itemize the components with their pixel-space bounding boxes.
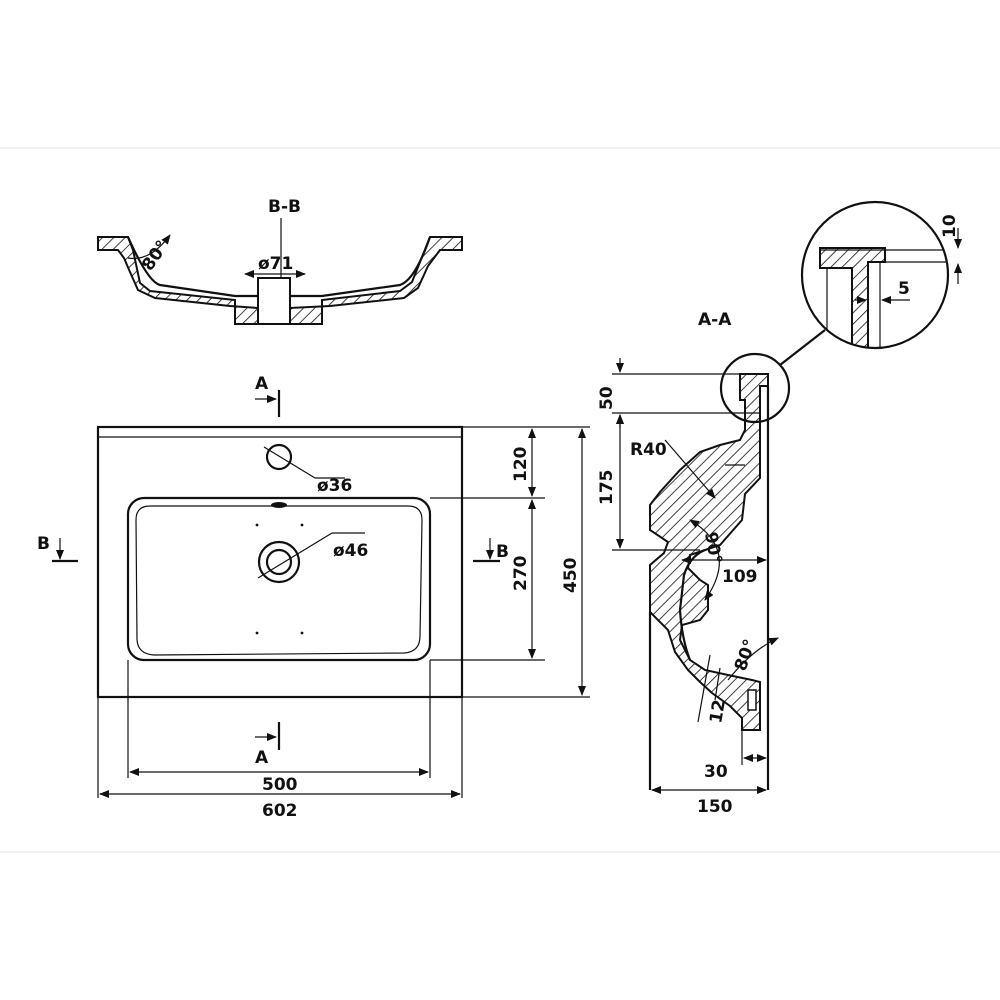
dim-12-line <box>697 654 711 723</box>
dim-120-text: 120 <box>511 446 531 482</box>
plan-mark <box>255 523 259 527</box>
dim-175-text: 175 <box>597 470 617 506</box>
dim-12-line-b <box>714 667 721 701</box>
dim-450-text: 450 <box>561 557 581 593</box>
tap-hole-dim: ø36 <box>317 476 352 496</box>
tap-hole-leader <box>263 446 316 479</box>
detail-callout-circle <box>719 352 791 424</box>
plan-view: ø36 ø46 A A B B 120 270 450 <box>37 374 590 821</box>
cut-b-right-label: B <box>496 542 509 562</box>
plan-mark <box>255 631 259 635</box>
drain-hole-leader <box>257 532 333 579</box>
dim-80-text: 80° <box>731 637 761 674</box>
dim-500-text: 500 <box>262 775 298 795</box>
dim-r40-leader <box>664 439 716 499</box>
section-bb-label: B-B <box>268 197 301 217</box>
dim-109-text: 109 <box>722 567 758 587</box>
dim-270-text: 270 <box>511 555 531 591</box>
tap-hole <box>265 443 293 471</box>
plan-mark <box>300 631 304 635</box>
overflow-slot <box>271 502 287 508</box>
dim-5-text: 5 <box>898 279 910 299</box>
section-bb-view: B-B ø71 80° <box>97 197 463 325</box>
dim-90-arc <box>689 519 720 601</box>
cut-b-left-label: B <box>37 534 50 554</box>
section-aa-overflow <box>747 689 757 711</box>
dim-30-text: 30 <box>704 762 728 782</box>
dim-80-arc <box>727 637 779 681</box>
dim-10-text: 10 <box>940 214 960 238</box>
section-aa-view: A-A 50 175 R40 90° 109 80° 12 <box>597 310 826 817</box>
section-bb-drain-bore <box>257 277 291 325</box>
section-bb-angle-arc <box>127 234 171 260</box>
detail-view: 10 5 <box>800 200 962 350</box>
dim-r40-text: R40 <box>630 440 667 460</box>
drain-hole-dim: ø46 <box>333 541 368 561</box>
plan-outer-outline <box>96 425 464 699</box>
cut-a-top-label: A <box>255 374 269 394</box>
dim-50-text: 50 <box>597 386 617 410</box>
plan-mark <box>300 523 304 527</box>
plan-basin-outer <box>126 496 432 662</box>
dim-150-text: 150 <box>697 797 733 817</box>
cut-a-bottom-label: A <box>255 748 269 768</box>
dim-12-text: 12 <box>706 698 730 725</box>
dim-602-text: 602 <box>262 801 298 821</box>
detail-body <box>819 247 886 348</box>
drain-hole-outer <box>257 540 301 584</box>
section-aa-label: A-A <box>698 310 732 330</box>
section-bb-inner <box>126 236 432 298</box>
plan-basin-inner <box>135 505 423 656</box>
section-bb-dim-71-text: ø71 <box>258 254 293 274</box>
drain-hole-inner <box>265 548 293 576</box>
detail-outline <box>800 200 950 350</box>
detail-callout-leader <box>779 329 826 366</box>
